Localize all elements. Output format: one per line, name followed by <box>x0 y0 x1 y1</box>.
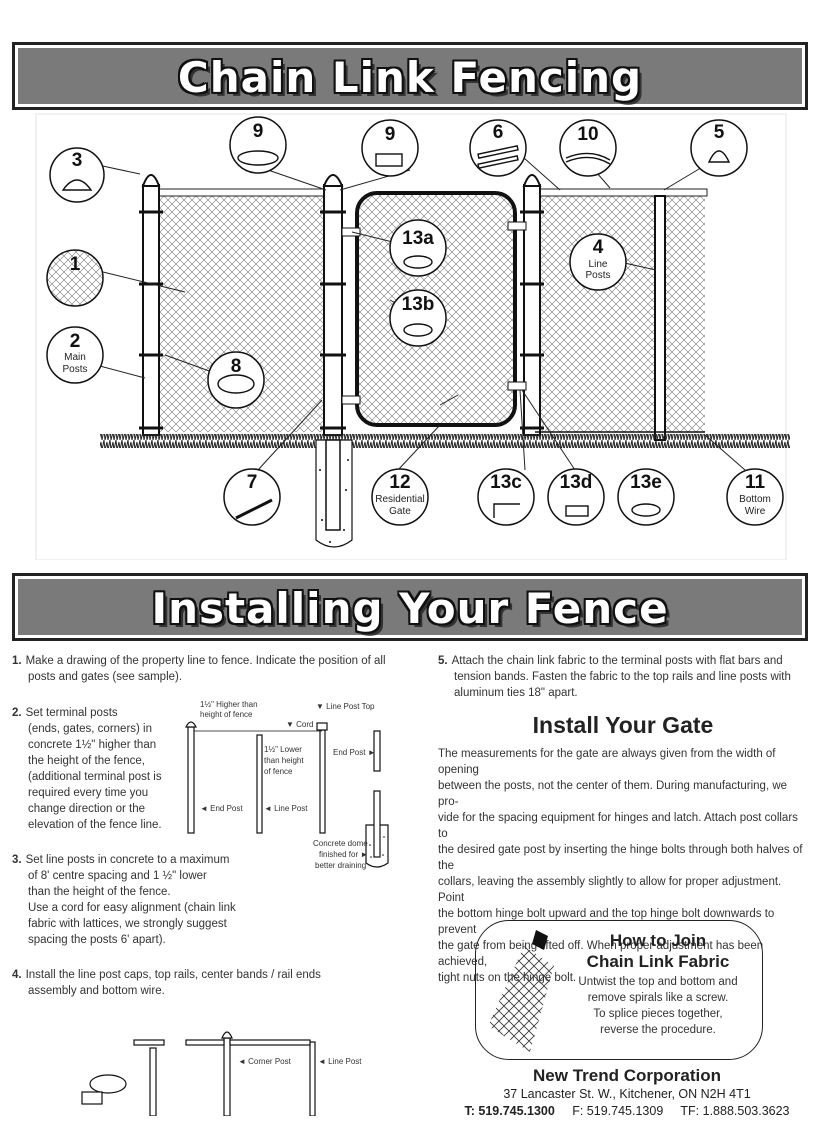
fabric-splice-illustration <box>488 930 554 1052</box>
svg-text:Bottom: Bottom <box>739 494 771 505</box>
callout-11 <box>726 468 784 526</box>
label-13e: 13e <box>630 472 662 493</box>
svg-text:1½" Higher than: 1½" Higher than <box>200 700 258 709</box>
label-13c: 13c <box>490 472 522 493</box>
svg-text:better draining: better draining <box>315 861 366 870</box>
line-post <box>654 195 666 441</box>
svg-text:Line: Line <box>589 259 608 270</box>
rail-assembly-diagram: ◄ Corner Post ◄ Line Post <box>81 1031 362 1116</box>
svg-text:◄ Corner Post: ◄ Corner Post <box>238 1057 292 1066</box>
company-address: 37 Lancaster St. W., Kitchener, ON N2H 4… <box>503 1087 751 1101</box>
label-8: 8 <box>231 356 242 377</box>
tollfree-number: TF: 1.888.503.3623 <box>680 1104 790 1118</box>
label-7: 7 <box>247 472 258 493</box>
label-13d: 13d <box>560 472 593 493</box>
svg-text:Wire: Wire <box>745 506 766 517</box>
callout-12 <box>371 468 429 526</box>
step-2: 2.Set terminal posts (ends, gates, corne… <box>12 707 162 831</box>
svg-text:Posts: Posts <box>62 364 87 375</box>
svg-text:Gate: Gate <box>389 506 411 517</box>
step-1: 1.Make a drawing of the property line to… <box>12 655 386 683</box>
callout-6 <box>469 119 527 177</box>
callout-4 <box>569 233 627 291</box>
label-9b: 9 <box>385 124 396 145</box>
label-2: 2 <box>70 331 81 352</box>
step-3: 3.Set line posts in concrete to a maximu… <box>12 854 236 946</box>
main-title: Chain Link Fencing <box>177 53 643 102</box>
phone-number: 519.745.1300 <box>478 1104 555 1118</box>
fence-diagram: 3 1 2 9 9 6 10 5 13a 13b 4 8 7 12 13c 13… <box>35 113 790 560</box>
svg-text:Residential: Residential <box>375 494 424 505</box>
svg-text:Posts: Posts <box>585 270 610 281</box>
callout-1 <box>46 249 104 307</box>
svg-text:finished for ►: finished for ► <box>319 850 368 859</box>
label-10: 10 <box>577 124 598 145</box>
company-phones: T: 519.745.1300 F: 519.745.1309 TF: 1.88… <box>464 1104 790 1118</box>
label-4: 4 <box>593 237 604 258</box>
label-13b: 13b <box>402 294 435 315</box>
main-post-middle <box>323 184 343 436</box>
svg-text:of fence: of fence <box>264 767 293 776</box>
fabric-right <box>535 192 705 432</box>
post-setup-diagram: 1½" Higher than height of fence ▼ Line P… <box>185 700 389 870</box>
svg-text:height of fence: height of fence <box>200 710 253 719</box>
gate-instructions: The measurements for the gate are always… <box>438 748 803 984</box>
svg-text:◄ End Post: ◄ End Post <box>200 804 243 813</box>
callout-5 <box>690 119 748 177</box>
join-fabric-box <box>475 920 763 1060</box>
label-6: 6 <box>493 122 504 143</box>
svg-text:▼ Line Post Top: ▼ Line Post Top <box>316 702 375 711</box>
fax-number: F: 519.745.1309 <box>572 1104 664 1118</box>
callout-7 <box>223 468 281 526</box>
svg-text:◄ Line Post: ◄ Line Post <box>318 1057 362 1066</box>
label-5: 5 <box>714 122 725 143</box>
label-9a: 9 <box>253 121 264 142</box>
main-title-banner: Chain Link Fencing <box>12 42 808 110</box>
svg-text:▼ Cord: ▼ Cord <box>286 720 313 729</box>
svg-text:◄ Line Post: ◄ Line Post <box>264 804 308 813</box>
svg-text:End Post ►: End Post ► <box>333 748 376 757</box>
company-name: New Trend Corporation <box>533 1066 721 1085</box>
install-title-banner: Installing Your Fence <box>12 573 808 641</box>
callout-13d <box>547 468 605 526</box>
gate-title: Install Your Gate <box>532 712 714 738</box>
label-11: 11 <box>745 472 766 493</box>
install-title: Installing Your Fence <box>151 584 669 633</box>
join-instructions: Untwist the top and bottom and remove sp… <box>578 976 738 1036</box>
svg-text:than height: than height <box>264 756 304 765</box>
company-info: New Trend Corporation 37 Lancaster St. W… <box>440 1066 814 1120</box>
svg-text:Main: Main <box>64 352 86 363</box>
label-12: 12 <box>389 472 410 493</box>
svg-text:1½" Lower: 1½" Lower <box>264 745 302 754</box>
label-1: 1 <box>70 254 81 275</box>
main-post-left <box>142 184 160 436</box>
ground <box>100 434 790 448</box>
step-5: 5.Attach the chain link fabric to the te… <box>438 655 791 699</box>
callout-2 <box>46 326 104 384</box>
callout-10 <box>559 119 617 177</box>
label-3: 3 <box>72 150 83 171</box>
step-4: 4.Install the line post caps, top rails,… <box>12 969 321 997</box>
svg-text:Concrete dome: Concrete dome <box>313 839 368 848</box>
callout-13c <box>477 468 535 526</box>
label-13a: 13a <box>402 228 434 249</box>
